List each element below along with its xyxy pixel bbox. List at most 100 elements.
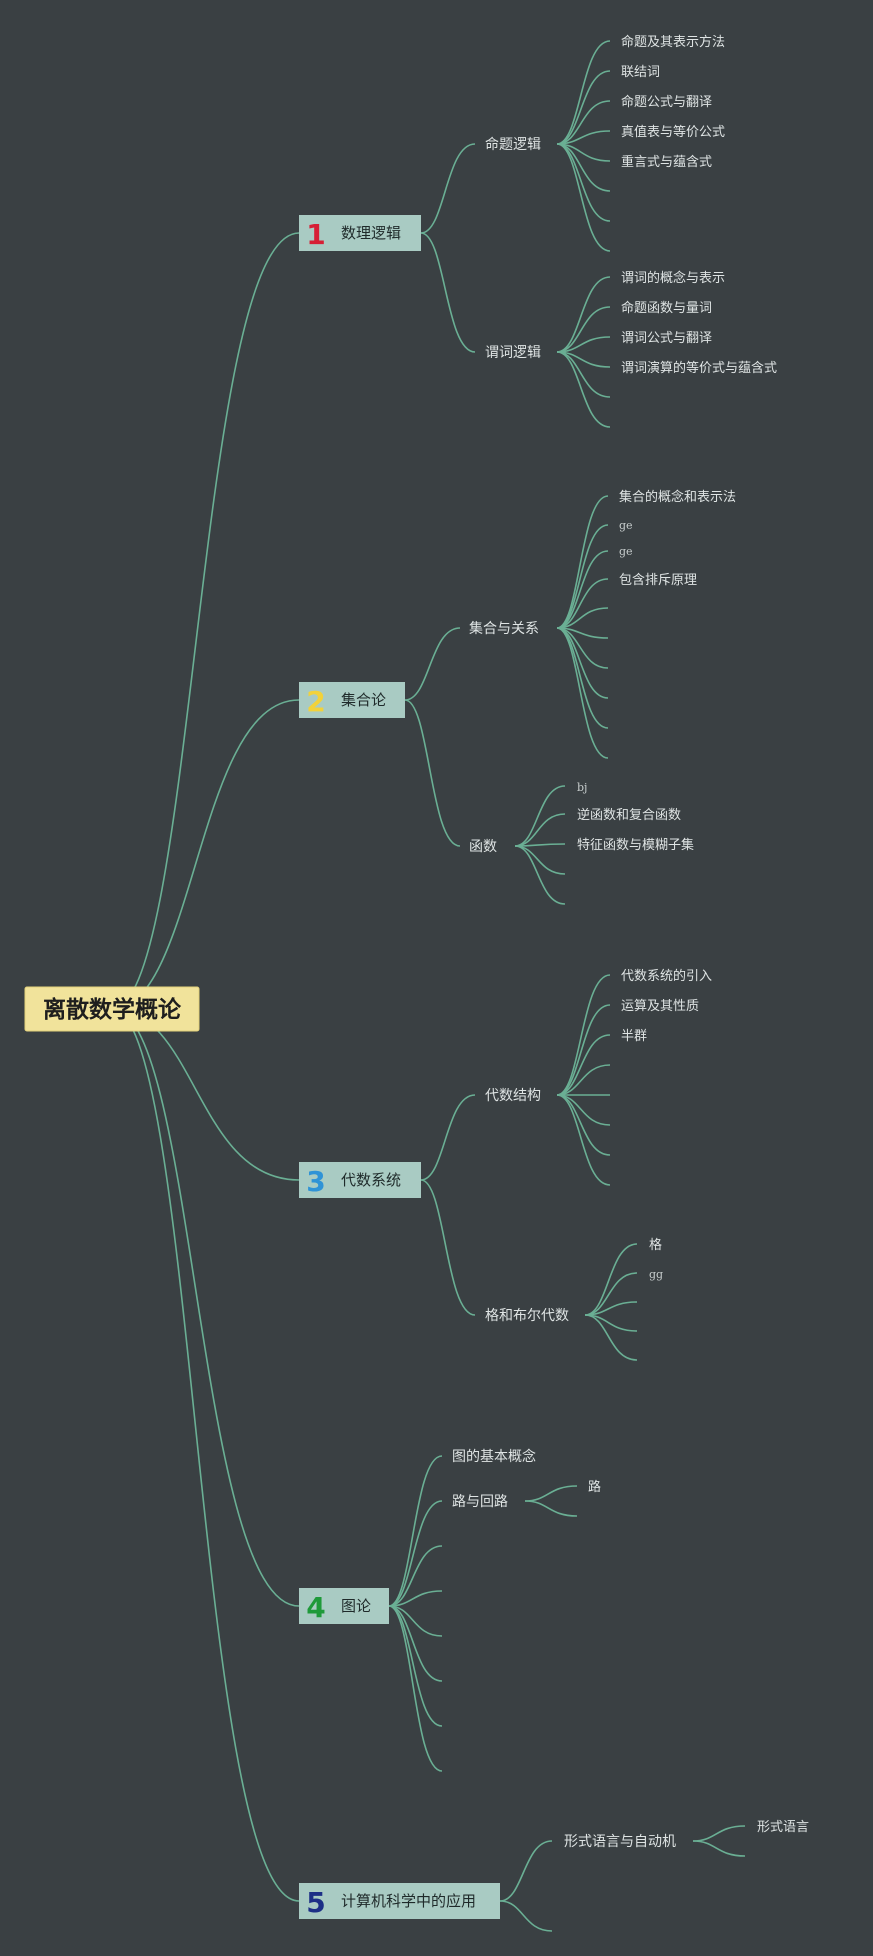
subtopic-predicate-logic[interactable]: 谓词逻辑: [485, 345, 541, 361]
sets-leaf-line-10: [556, 627, 609, 759]
leaf-operations[interactable]: 运算及其性质: [621, 999, 699, 1014]
branch-5-box: [299, 1883, 500, 1919]
root-label: 离散数学概论: [43, 996, 182, 1023]
branch-3-number: 3: [306, 1165, 325, 1198]
subtopic-paths-circuits[interactable]: 路与回路: [452, 1494, 508, 1510]
leaf-truth-table[interactable]: 真值表与等价公式: [621, 124, 725, 140]
sets-leaf-line-5: [556, 607, 609, 629]
graph-sub-line-3: [388, 1545, 443, 1607]
graph-sub-line-6: [388, 1605, 443, 1682]
branch-5-label: 计算机科学中的应用: [341, 1892, 476, 1910]
branch-1-node[interactable]: 1 数理逻辑: [299, 215, 421, 251]
branch3-to-lattice-line: [420, 1179, 476, 1316]
root-to-branch-1-line: [111, 232, 300, 1010]
struct-leaf-line-4: [556, 1064, 611, 1096]
branch-5-number: 5: [306, 1886, 325, 1919]
branch-3-box: [299, 1162, 421, 1198]
root-to-branch-5-line: [111, 1008, 300, 1902]
branch-1-label: 数理逻辑: [341, 224, 401, 242]
struct-leaf-line-2: [556, 1004, 611, 1096]
graph-sub-line-1: [388, 1455, 443, 1607]
branch1-to-prop-line: [420, 143, 476, 234]
sets-leaf-line-1: [556, 495, 609, 629]
leaf-path[interactable]: 路: [588, 1479, 601, 1495]
graph-sub-line-4: [388, 1590, 443, 1607]
struct-leaf-line-1: [556, 974, 611, 1096]
branch-2-node[interactable]: 2 集合论: [299, 682, 405, 718]
automata-leaf-line-1: [692, 1825, 746, 1842]
leaf-gg[interactable]: gg: [649, 1268, 663, 1281]
leaf-set-concept[interactable]: 集合的概念和表示法: [619, 489, 736, 505]
subtopic-sets-relations[interactable]: 集合与关系: [469, 620, 539, 637]
root-to-branch-2-line: [111, 699, 300, 1010]
leaf-predicate-concept[interactable]: 谓词的概念与表示: [621, 270, 725, 286]
leaf-predicate-formula[interactable]: 谓词公式与翻译: [621, 331, 712, 346]
prop-leaf-line-1: [556, 40, 611, 145]
func-leaf-line-5: [514, 845, 566, 905]
leaf-characteristic-fuzzy[interactable]: 特征函数与模糊子集: [577, 837, 694, 853]
branch-3-node[interactable]: 3 代数系统: [299, 1162, 421, 1198]
sets-leaf-line-2: [556, 524, 609, 629]
branch2-to-functions-line: [404, 699, 461, 847]
leaf-inclusion-exclusion[interactable]: 包含排斥原理: [619, 572, 697, 588]
branch5-to-automata-line: [499, 1840, 553, 1902]
connector-lines: [111, 40, 746, 1932]
branch-4-number: 4: [306, 1591, 325, 1624]
root-to-branch-4-line: [111, 1008, 300, 1607]
subtopic-propositional-logic[interactable]: 命题逻辑: [485, 136, 541, 153]
leaf-formal-language[interactable]: 形式语言: [757, 1820, 809, 1835]
leaf-inverse-composite[interactable]: 逆函数和复合函数: [577, 807, 681, 823]
subtopic-graph-basics[interactable]: 图的基本概念: [452, 1448, 536, 1465]
func-leaf-line-2: [514, 813, 566, 847]
root-node[interactable]: 离散数学概论: [24, 986, 200, 1032]
graph-sub-line-2: [388, 1500, 443, 1607]
sets-leaf-line-9: [556, 627, 609, 729]
subtopic-algebraic-structure[interactable]: 代数结构: [485, 1088, 541, 1104]
leaf-tautology[interactable]: 重言式与蕴含式: [621, 154, 712, 170]
branch-5-node[interactable]: 5 计算机科学中的应用: [299, 1883, 500, 1919]
func-leaf-line-1: [514, 785, 566, 847]
path-leaf-line-1: [524, 1485, 578, 1502]
branch5-to-empty-line: [499, 1900, 553, 1932]
sets-leaf-line-3: [556, 550, 609, 629]
prop-leaf-line-7: [556, 143, 611, 222]
branch3-to-struct-line: [420, 1094, 476, 1181]
branch-4-node[interactable]: 4 图论: [299, 1588, 389, 1624]
root-box: [24, 986, 200, 1032]
struct-leaf-line-3: [556, 1034, 611, 1096]
pred-leaf-line-6: [556, 351, 611, 428]
branch-3-label: 代数系统: [341, 1171, 401, 1189]
leaf-connectives[interactable]: 联结词: [621, 65, 660, 80]
branch-4-label: 图论: [341, 1597, 371, 1615]
leaf-ge-1[interactable]: ge: [619, 519, 633, 532]
subtopic-functions[interactable]: 函数: [469, 839, 497, 855]
leaf-bj[interactable]: bj: [577, 781, 587, 794]
prop-leaf-line-2: [556, 70, 611, 145]
branch-2-box: [299, 682, 405, 718]
lattice-leaf-line-5: [584, 1314, 638, 1361]
automata-leaf-line-2: [692, 1840, 746, 1857]
lattice-leaf-line-1: [584, 1243, 638, 1316]
leaf-lattice[interactable]: 格: [649, 1237, 662, 1253]
leaf-propositions[interactable]: 命题及其表示方法: [621, 34, 725, 50]
prop-leaf-line-8: [556, 143, 611, 252]
branch-1-number: 1: [306, 218, 325, 251]
path-leaf-line-2: [524, 1500, 578, 1517]
leaf-algebra-intro[interactable]: 代数系统的引入: [621, 968, 712, 984]
leaf-prop-formula[interactable]: 命题公式与翻译: [621, 94, 712, 110]
branch1-to-pred-line: [420, 232, 476, 353]
leaf-semigroup[interactable]: 半群: [621, 1029, 647, 1044]
pred-leaf-line-2: [556, 306, 611, 353]
func-leaf-line-4: [514, 845, 566, 875]
branch-1-box: [299, 215, 421, 251]
pred-leaf-line-1: [556, 276, 611, 353]
lattice-leaf-line-2: [584, 1272, 638, 1316]
leaf-predicate-calculus[interactable]: 谓词演算的等价式与蕴含式: [621, 360, 777, 376]
subtopic-lattice-boolean[interactable]: 格和布尔代数: [485, 1308, 569, 1324]
branch-2-number: 2: [306, 685, 325, 718]
subtopic-formal-languages-automata[interactable]: 形式语言与自动机: [564, 1834, 676, 1850]
leaf-quantifiers[interactable]: 命题函数与量词: [621, 300, 712, 316]
leaf-ge-2[interactable]: ge: [619, 545, 633, 558]
prop-leaf-line-6: [556, 143, 611, 192]
